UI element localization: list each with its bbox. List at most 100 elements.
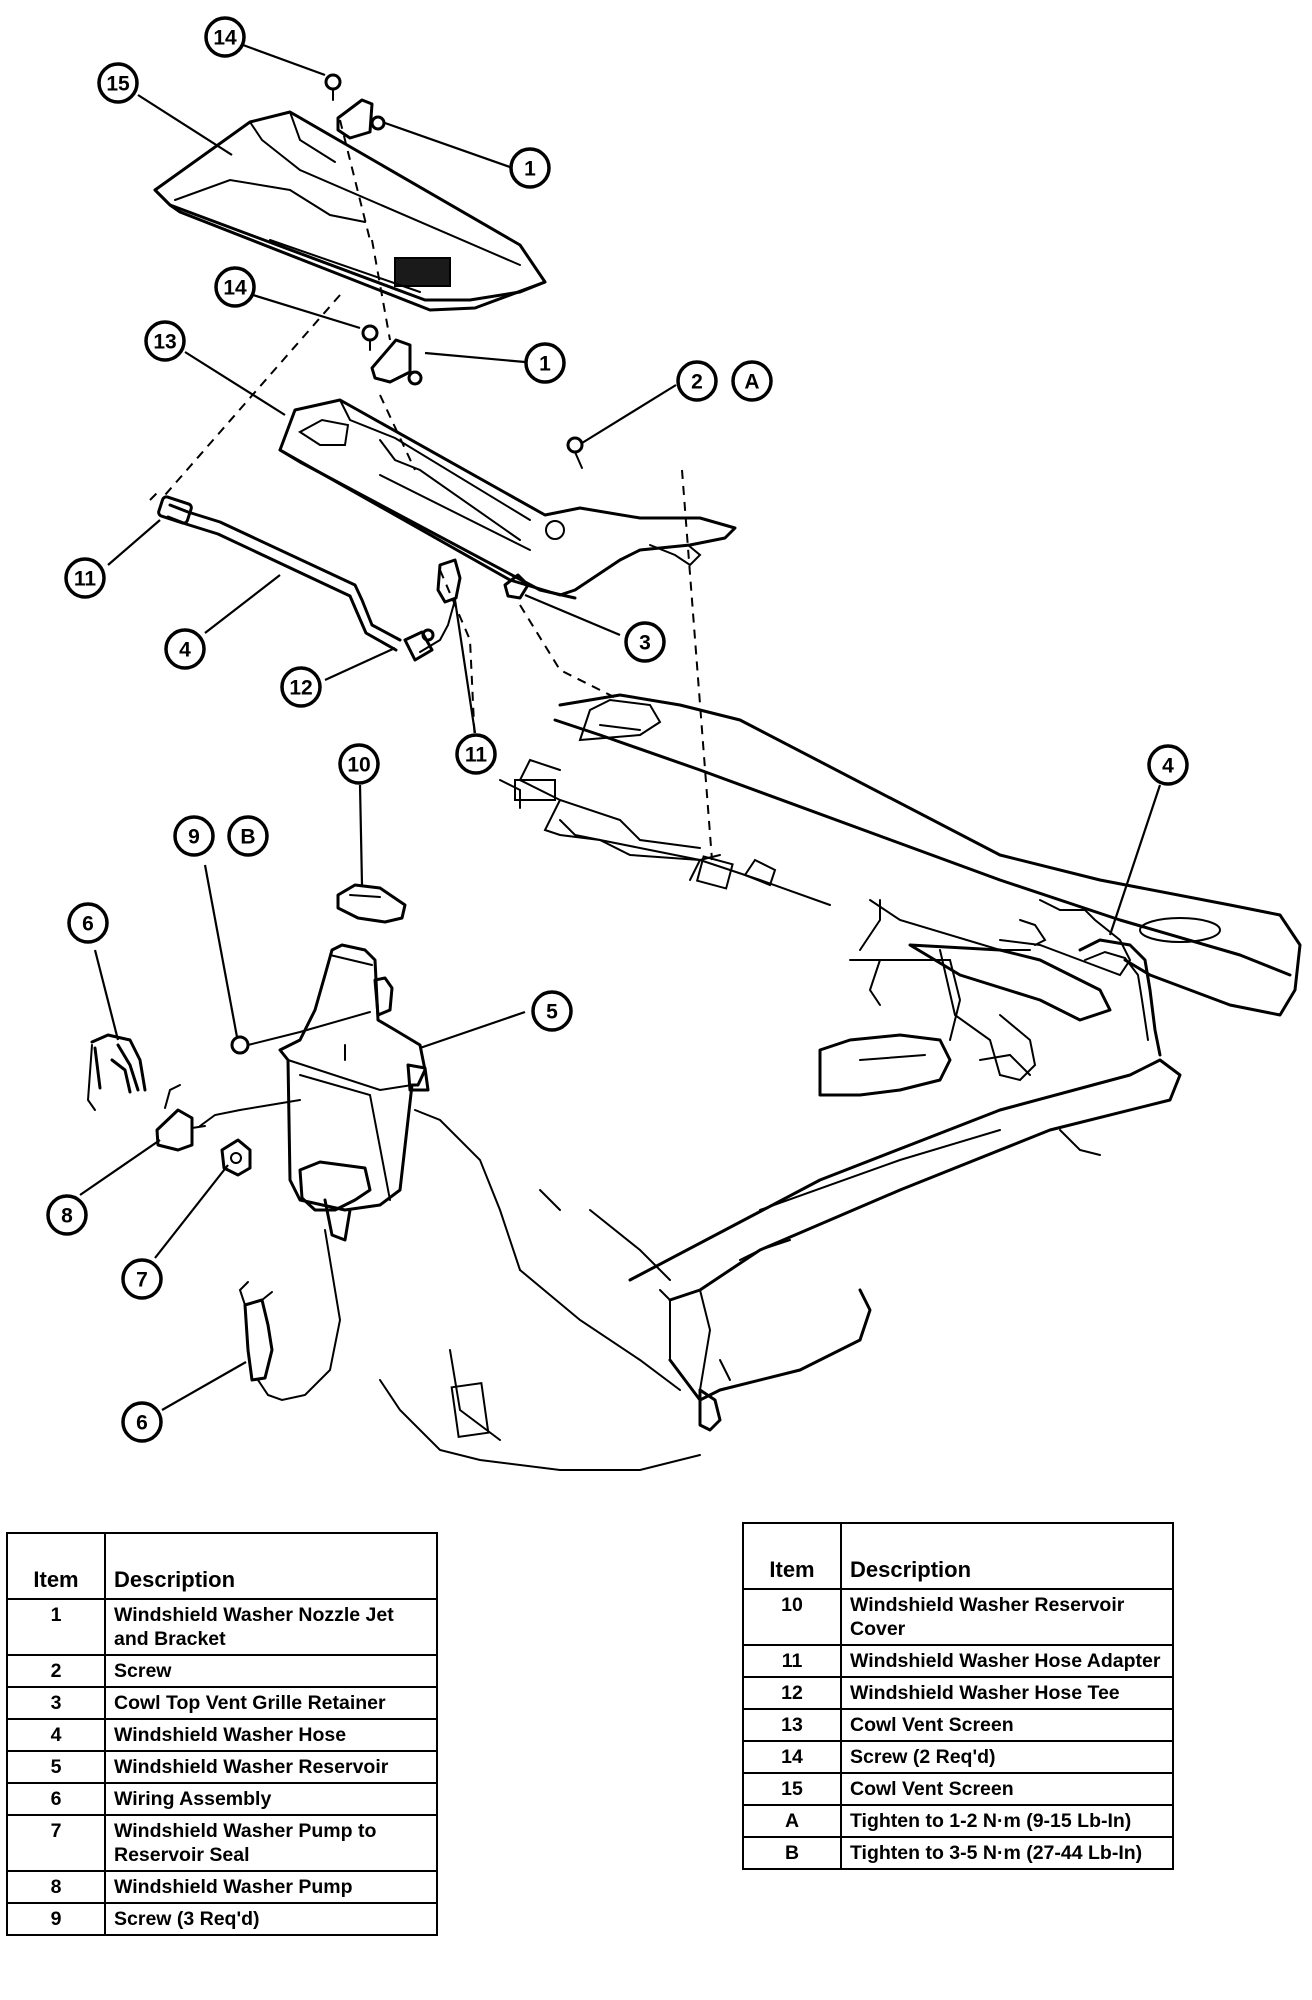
- item-number: 12: [742, 1676, 842, 1710]
- callout-label: A: [744, 371, 759, 394]
- leader-lines: [79, 43, 1162, 1411]
- callout-3: 3: [624, 621, 666, 663]
- pump-seal: [220, 1138, 252, 1177]
- header-description: Description: [840, 1522, 1174, 1590]
- callout-label: 14: [213, 27, 237, 50]
- callout-label: 9: [188, 826, 200, 849]
- item-number: 11: [742, 1644, 842, 1678]
- callout-7: 7: [121, 1258, 163, 1300]
- item-description: Windshield Washer Hose Tee: [840, 1676, 1174, 1710]
- callout-label: 4: [179, 639, 191, 662]
- exploded-parts-diagram: 14 15 1 14 1 13 2 A 11 3 4 12 11 10 4 9 …: [46, 16, 1302, 1471]
- wiring-assembly-upper: [86, 1033, 147, 1111]
- item-number: 14: [742, 1740, 842, 1774]
- reservoir-wire: [414, 1109, 521, 1271]
- callout-label: 6: [136, 1412, 148, 1435]
- callout-1-lower: 1: [524, 342, 566, 384]
- washer-pump: [155, 1084, 206, 1152]
- screw-lower: [361, 324, 379, 351]
- callout-label: 11: [465, 744, 488, 767]
- callout-label: 6: [82, 913, 94, 936]
- callout-label: 1: [524, 158, 536, 181]
- callout-label: 7: [136, 1269, 148, 1292]
- callout-4-right: 4: [1147, 744, 1189, 786]
- callout-label: 15: [106, 73, 130, 96]
- callout-label: B: [240, 826, 255, 849]
- item-number: 10: [742, 1588, 842, 1646]
- callout-1-upper: 1: [509, 147, 551, 189]
- callout-13: 13: [144, 320, 186, 362]
- callout-label: 1: [539, 353, 551, 376]
- alignment-lines: [149, 119, 713, 861]
- callout-14-upper: 14: [204, 16, 246, 58]
- item-number: 13: [742, 1708, 842, 1742]
- screw-2: [566, 436, 584, 469]
- callout-14-lower: 14: [214, 266, 256, 308]
- item-description: Windshield Washer Nozzle Jet and Bracket: [104, 1598, 438, 1656]
- item-description: Windshield Washer Reservoir Cover: [840, 1588, 1174, 1646]
- washer-hose-right: [1078, 938, 1162, 1057]
- item-description: Screw (3 Req'd): [104, 1902, 438, 1936]
- callout-label: 8: [61, 1205, 73, 1228]
- callout-label: 3: [639, 632, 651, 655]
- callout-11-right: 11: [455, 733, 497, 775]
- callout-8: 8: [46, 1194, 88, 1236]
- callout-label: 2: [691, 371, 703, 394]
- item-description: Windshield Washer Hose: [104, 1718, 438, 1752]
- callout-label: 4: [1162, 755, 1174, 778]
- cowl-vent-screen-upper: [153, 110, 547, 312]
- item-description: Windshield Washer Hose Adapter: [840, 1644, 1174, 1678]
- item-number: 3: [6, 1686, 106, 1720]
- callout-label: 14: [223, 277, 247, 300]
- callout-2: 2: [676, 360, 718, 402]
- item-description: Screw: [104, 1654, 438, 1688]
- reservoir-cover: [336, 883, 407, 924]
- callout-label: 10: [347, 754, 370, 777]
- screw-9: [230, 1011, 371, 1055]
- item-number: 6: [6, 1782, 106, 1816]
- item-number: 1: [6, 1598, 106, 1656]
- item-description: Cowl Top Vent Grille Retainer: [104, 1686, 438, 1720]
- callout-15: 15: [97, 62, 139, 104]
- item-number: 15: [742, 1772, 842, 1806]
- item-number: 8: [6, 1870, 106, 1904]
- item-number: 2: [6, 1654, 106, 1688]
- vehicle-cowl-body: [379, 693, 1302, 1471]
- item-description: Wiring Assembly: [104, 1782, 438, 1816]
- cowl-vent-screen-lower: [278, 398, 737, 600]
- callout-label: 11: [74, 568, 97, 591]
- item-number: 7: [6, 1814, 106, 1872]
- callout-A: A: [731, 360, 773, 402]
- item-description: Cowl Vent Screen: [840, 1772, 1174, 1806]
- callout-9: 9: [173, 815, 215, 857]
- pump-hose: [199, 1099, 301, 1127]
- washer-hose-upper: [157, 495, 462, 662]
- item-number: B: [742, 1836, 842, 1870]
- item-number: 4: [6, 1718, 106, 1752]
- item-description: Windshield Washer Pump: [104, 1870, 438, 1904]
- header-item: Item: [742, 1522, 842, 1590]
- header-item: Item: [6, 1532, 106, 1600]
- screw-upper: [324, 73, 342, 101]
- callout-label: 12: [289, 677, 312, 700]
- callout-11-left: 11: [64, 557, 106, 599]
- item-number: A: [742, 1804, 842, 1838]
- cowl-grille-retainer: [503, 573, 530, 600]
- item-number: 9: [6, 1902, 106, 1936]
- callout-label: 5: [546, 1001, 558, 1024]
- item-description: Tighten to 3-5 N·m (27-44 Lb-In): [840, 1836, 1174, 1870]
- item-description: Screw (2 Req'd): [840, 1740, 1174, 1774]
- nozzle-jet-bracket-lower: [370, 338, 423, 386]
- header-description: Description: [104, 1532, 438, 1600]
